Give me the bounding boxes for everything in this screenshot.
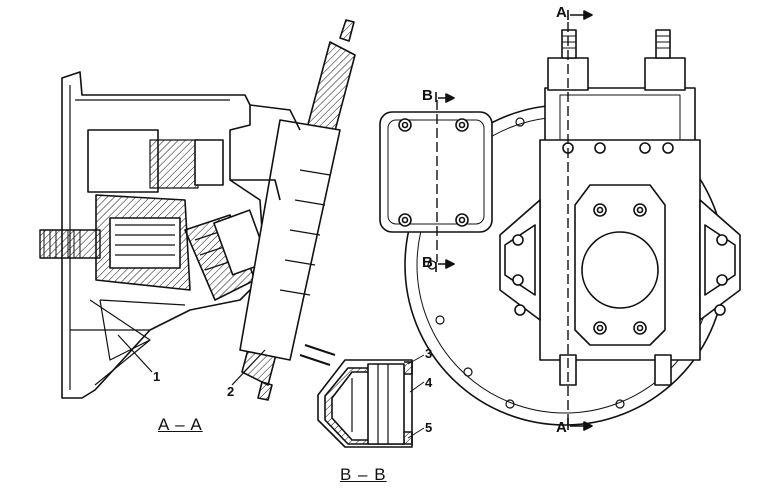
bb-seal xyxy=(404,361,413,445)
bottom-bolt xyxy=(257,381,273,401)
leader-2 xyxy=(231,349,266,386)
piston-bore xyxy=(109,217,181,269)
leader-5 xyxy=(407,427,425,439)
side-bolt xyxy=(299,344,336,366)
callout-4: 4 xyxy=(425,375,433,390)
front-view xyxy=(379,10,741,431)
callout-3: 3 xyxy=(425,346,433,361)
leader-1 xyxy=(117,334,153,373)
shaft-splines xyxy=(43,230,81,258)
valve-stem-threads xyxy=(562,35,670,49)
callout-2: 2 xyxy=(227,384,235,399)
top-bolt xyxy=(339,19,355,42)
callout-5: 5 xyxy=(425,420,433,435)
bb-core xyxy=(367,363,405,445)
housing-flange xyxy=(61,71,266,399)
leader-4 xyxy=(409,381,425,393)
foot-right xyxy=(654,354,672,386)
arrow-b-top xyxy=(435,92,455,103)
valve-right xyxy=(644,57,686,91)
upper-bearing xyxy=(194,139,224,186)
square-cover-inner xyxy=(387,119,485,225)
end-plate-ports xyxy=(279,169,331,296)
foot-left xyxy=(559,354,577,386)
cut-mark-a-top: A xyxy=(556,4,567,21)
cut-mark-b-top: B xyxy=(422,87,433,104)
housing-rib xyxy=(70,299,151,386)
central-port xyxy=(581,231,659,309)
upper-gear-housing xyxy=(87,129,159,193)
section-bb-label: B – B xyxy=(340,465,387,484)
connection-pipe xyxy=(230,104,301,201)
body-bolts xyxy=(512,142,728,335)
arrow-a-top xyxy=(567,10,593,20)
drive-shaft xyxy=(39,229,101,259)
section-aa-view xyxy=(39,19,356,401)
port-flange xyxy=(574,184,666,346)
cover-bolts xyxy=(398,118,469,227)
cut-mark-b-mid: B xyxy=(422,254,433,271)
square-cover-plate xyxy=(379,111,493,233)
bb-outer-shell xyxy=(317,359,413,448)
section-aa-label: A – A xyxy=(158,415,203,434)
valve-stem-left xyxy=(561,29,577,59)
valve-stem-right xyxy=(655,29,671,59)
end-plate-body xyxy=(239,119,341,361)
pump-lobes xyxy=(504,224,736,296)
upper-gear xyxy=(149,139,199,189)
cut-mark-a-bottom: A xyxy=(556,419,567,436)
bb-core-lines xyxy=(351,364,389,444)
leader-3 xyxy=(407,354,425,365)
arrow-b-mid xyxy=(435,259,455,272)
callout-1: 1 xyxy=(153,369,161,384)
section-bb-view xyxy=(317,354,425,448)
arrow-a-bottom xyxy=(567,418,593,431)
piston-rods xyxy=(115,224,175,256)
